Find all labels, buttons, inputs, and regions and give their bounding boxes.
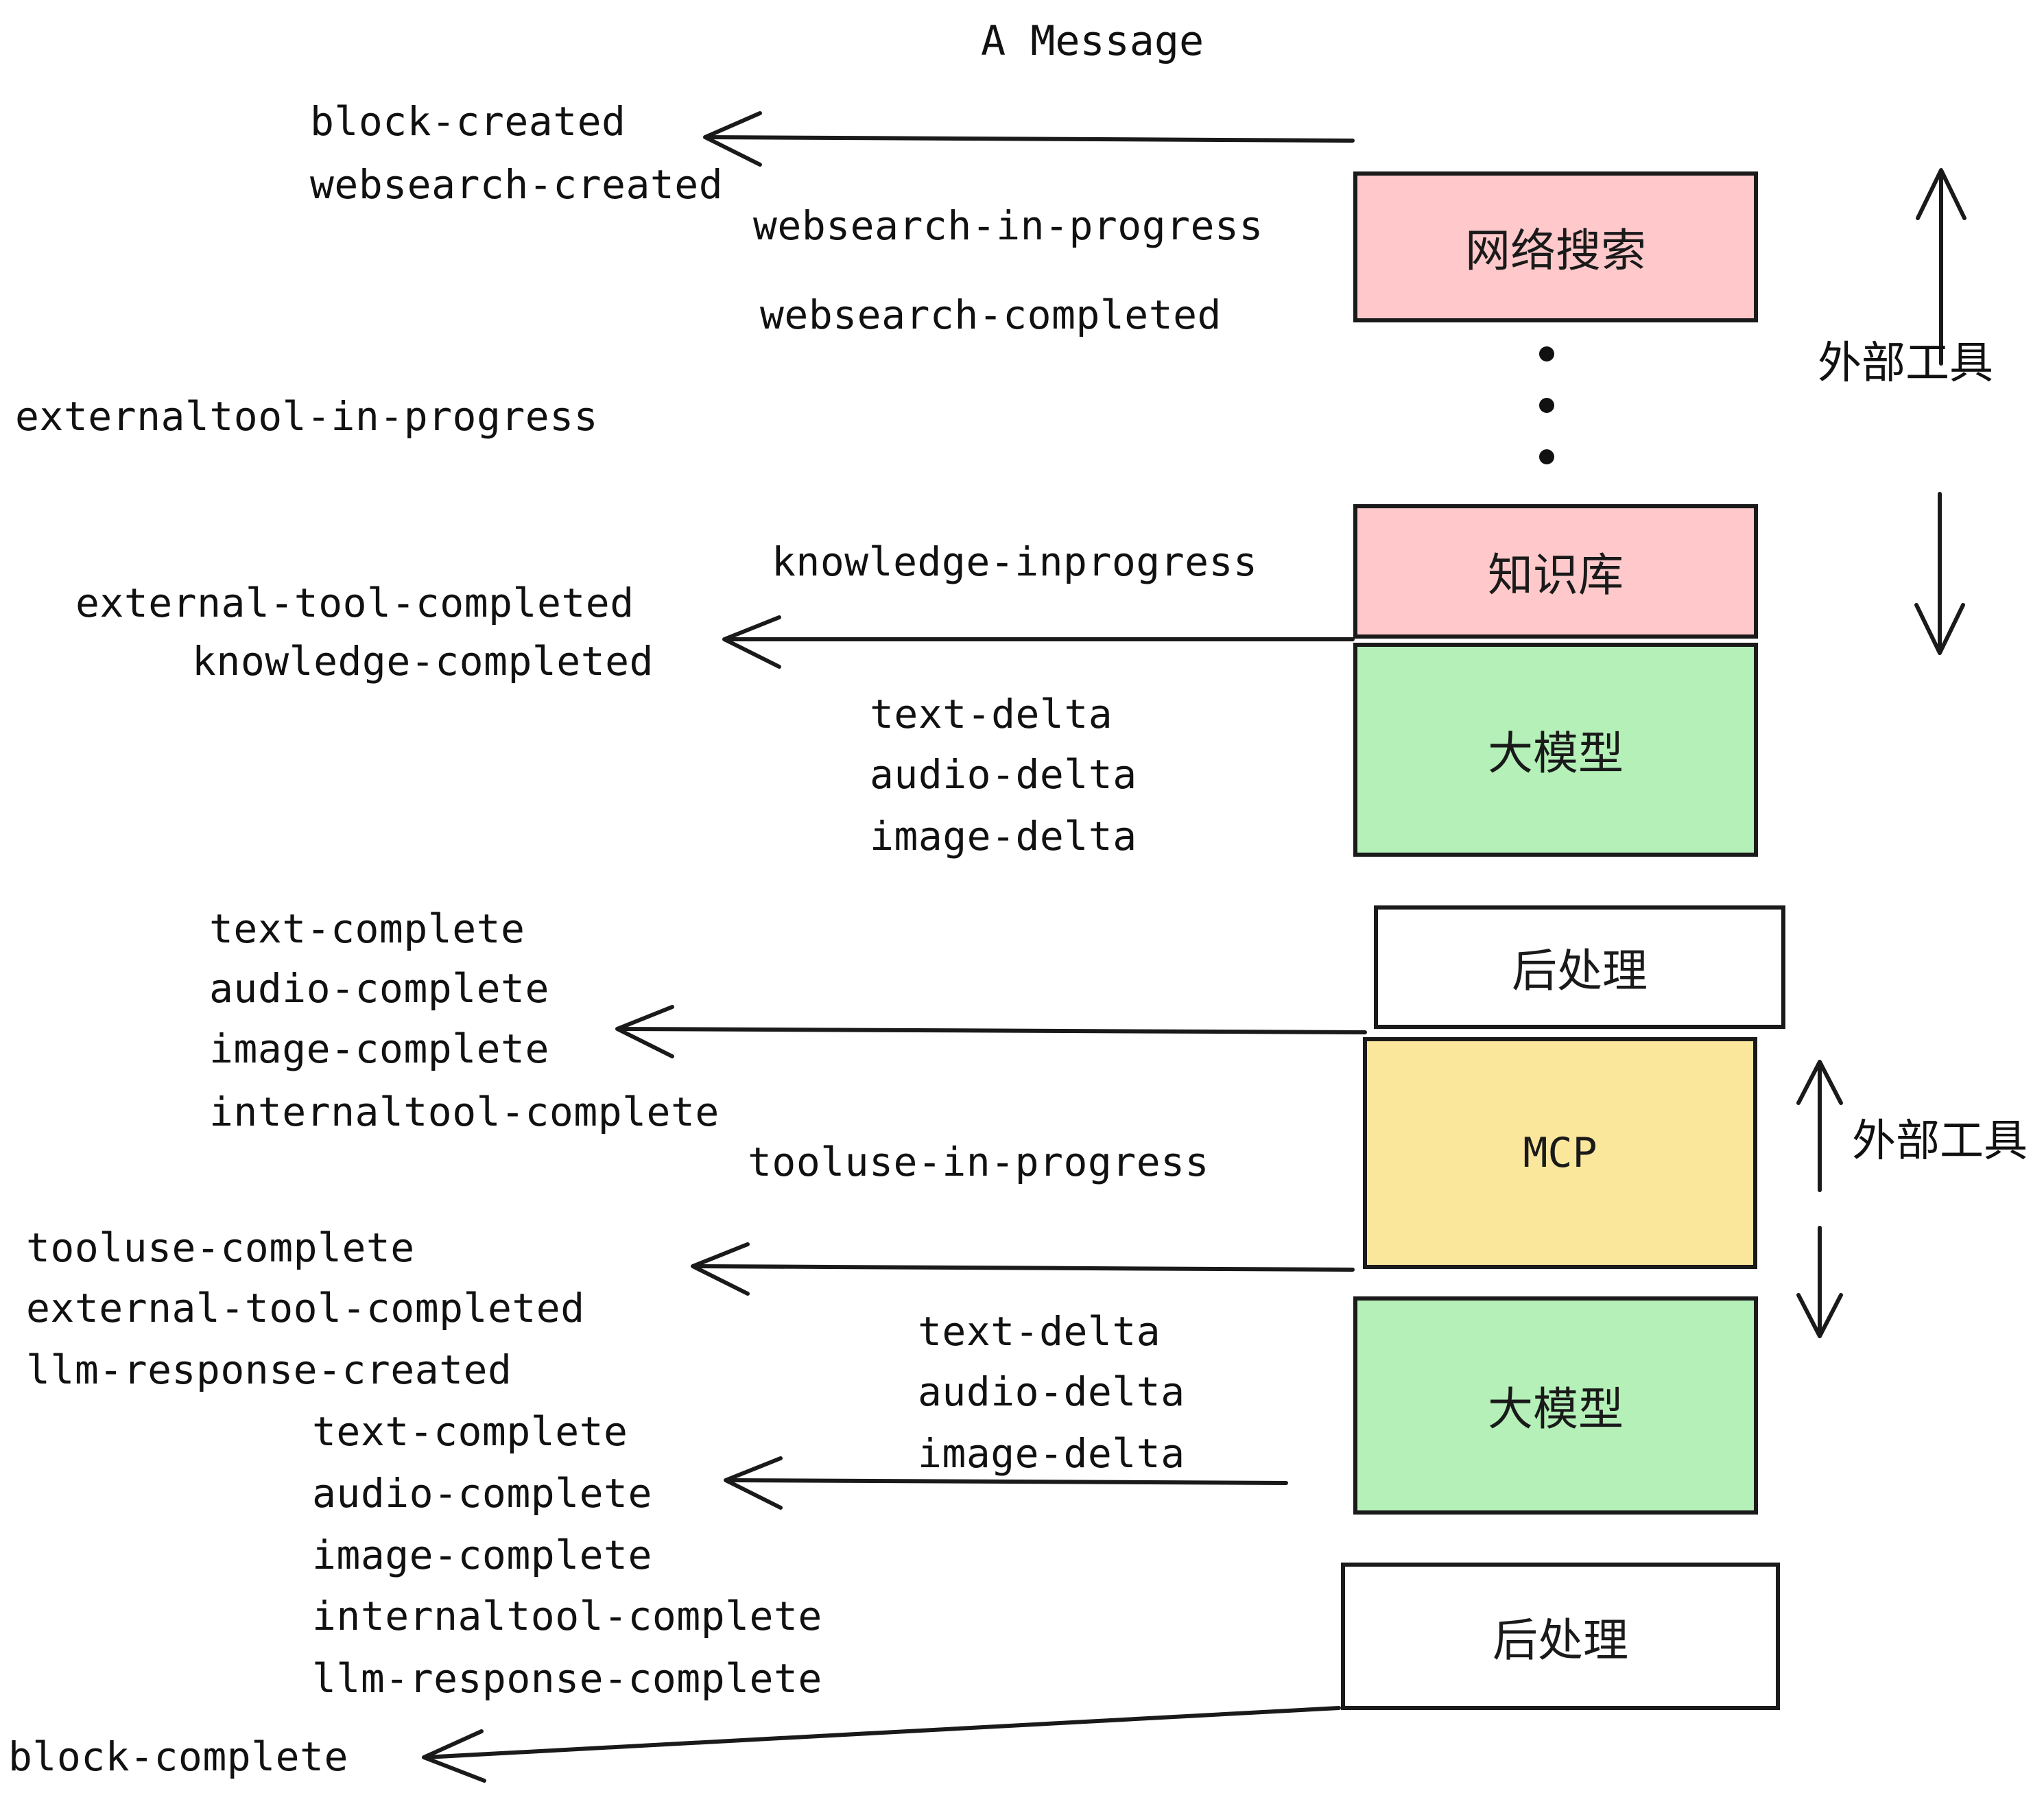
event-llm-response-created: llm-response-created bbox=[26, 1346, 512, 1393]
node-llm-2-label: 大模型 bbox=[1488, 1383, 1624, 1436]
event-external-tool-completed-1: external-tool-completed bbox=[75, 580, 634, 626]
node-websearch-label: 网络搜索 bbox=[1465, 224, 1646, 277]
bracket-external-tool-bottom bbox=[1796, 1060, 1843, 1338]
event-image-complete-1: image-complete bbox=[209, 1025, 549, 1072]
event-internaltool-complete-2: internaltool-complete bbox=[312, 1593, 822, 1639]
node-llm-1[interactable]: 大模型 bbox=[1353, 643, 1758, 857]
arrow-knowledge-to-completed bbox=[722, 615, 1355, 669]
node-mcp-label: MCP bbox=[1523, 1129, 1597, 1177]
arrow-websearch-to-block-created bbox=[703, 111, 1355, 167]
event-tooluse-in-progress: tooluse-in-progress bbox=[748, 1139, 1209, 1185]
event-audio-complete-2: audio-complete bbox=[312, 1470, 652, 1517]
node-mcp[interactable]: MCP bbox=[1363, 1037, 1757, 1269]
event-external-tool-completed-2: external-tool-completed bbox=[26, 1285, 585, 1331]
event-llm-response-complete: llm-response-complete bbox=[312, 1655, 822, 1702]
ellipsis-dot-2 bbox=[1539, 398, 1554, 413]
event-audio-delta-1: audio-delta bbox=[870, 751, 1137, 798]
event-tooluse-complete: tooluse-complete bbox=[26, 1224, 415, 1271]
node-llm-2[interactable]: 大模型 bbox=[1353, 1296, 1758, 1515]
arrow-postprocess1-to-image-complete bbox=[615, 1005, 1367, 1058]
arrow-mcp-to-tooluse-complete bbox=[691, 1242, 1355, 1296]
node-postprocess-1[interactable]: 后处理 bbox=[1374, 905, 1785, 1029]
event-image-complete-2: image-complete bbox=[312, 1532, 652, 1578]
event-text-delta-2: text-delta bbox=[918, 1308, 1161, 1355]
event-knowledge-completed: knowledge-completed bbox=[192, 638, 654, 685]
event-knowledge-inprogress: knowledge-inprogress bbox=[772, 538, 1258, 585]
node-postprocess-2-label: 后处理 bbox=[1493, 1613, 1628, 1667]
event-image-delta-1: image-delta bbox=[870, 813, 1137, 859]
event-websearch-in-progress: websearch-in-progress bbox=[753, 202, 1263, 249]
event-audio-complete-1: audio-complete bbox=[209, 965, 549, 1012]
arrow-postprocess2-to-block-complete bbox=[422, 1706, 1341, 1783]
event-text-complete-1: text-complete bbox=[209, 905, 525, 952]
event-internaltool-complete-1: internaltool-complete bbox=[209, 1089, 720, 1135]
bracket-external-tool-top bbox=[1914, 168, 1966, 655]
node-knowledge-label: 知识库 bbox=[1488, 549, 1624, 602]
node-postprocess-1-label: 后处理 bbox=[1512, 945, 1648, 997]
bracket-label-external-tool-top: 外部工具 bbox=[1818, 338, 1993, 389]
node-websearch[interactable]: 网络搜索 bbox=[1353, 171, 1758, 322]
event-websearch-completed: websearch-completed bbox=[760, 292, 1222, 338]
ellipsis-dot-1 bbox=[1539, 346, 1554, 361]
node-knowledge[interactable]: 知识库 bbox=[1353, 504, 1758, 639]
event-audio-delta-2: audio-delta bbox=[918, 1368, 1185, 1415]
event-image-delta-2: image-delta bbox=[918, 1430, 1185, 1477]
ellipsis-dot-3 bbox=[1539, 449, 1554, 464]
bracket-label-external-tool-bottom: 外部工具 bbox=[1852, 1116, 2028, 1167]
page-title: A Message bbox=[981, 17, 1204, 65]
event-text-delta-1: text-delta bbox=[870, 691, 1113, 737]
node-postprocess-2[interactable]: 后处理 bbox=[1341, 1563, 1780, 1710]
event-block-created: block-created bbox=[310, 98, 626, 145]
event-externaltool-in-progress: externaltool-in-progress bbox=[15, 393, 599, 440]
node-llm-1-label: 大模型 bbox=[1488, 727, 1624, 780]
event-block-complete: block-complete bbox=[8, 1733, 348, 1780]
event-text-complete-2: text-complete bbox=[312, 1408, 628, 1455]
event-websearch-created: websearch-created bbox=[310, 161, 724, 208]
